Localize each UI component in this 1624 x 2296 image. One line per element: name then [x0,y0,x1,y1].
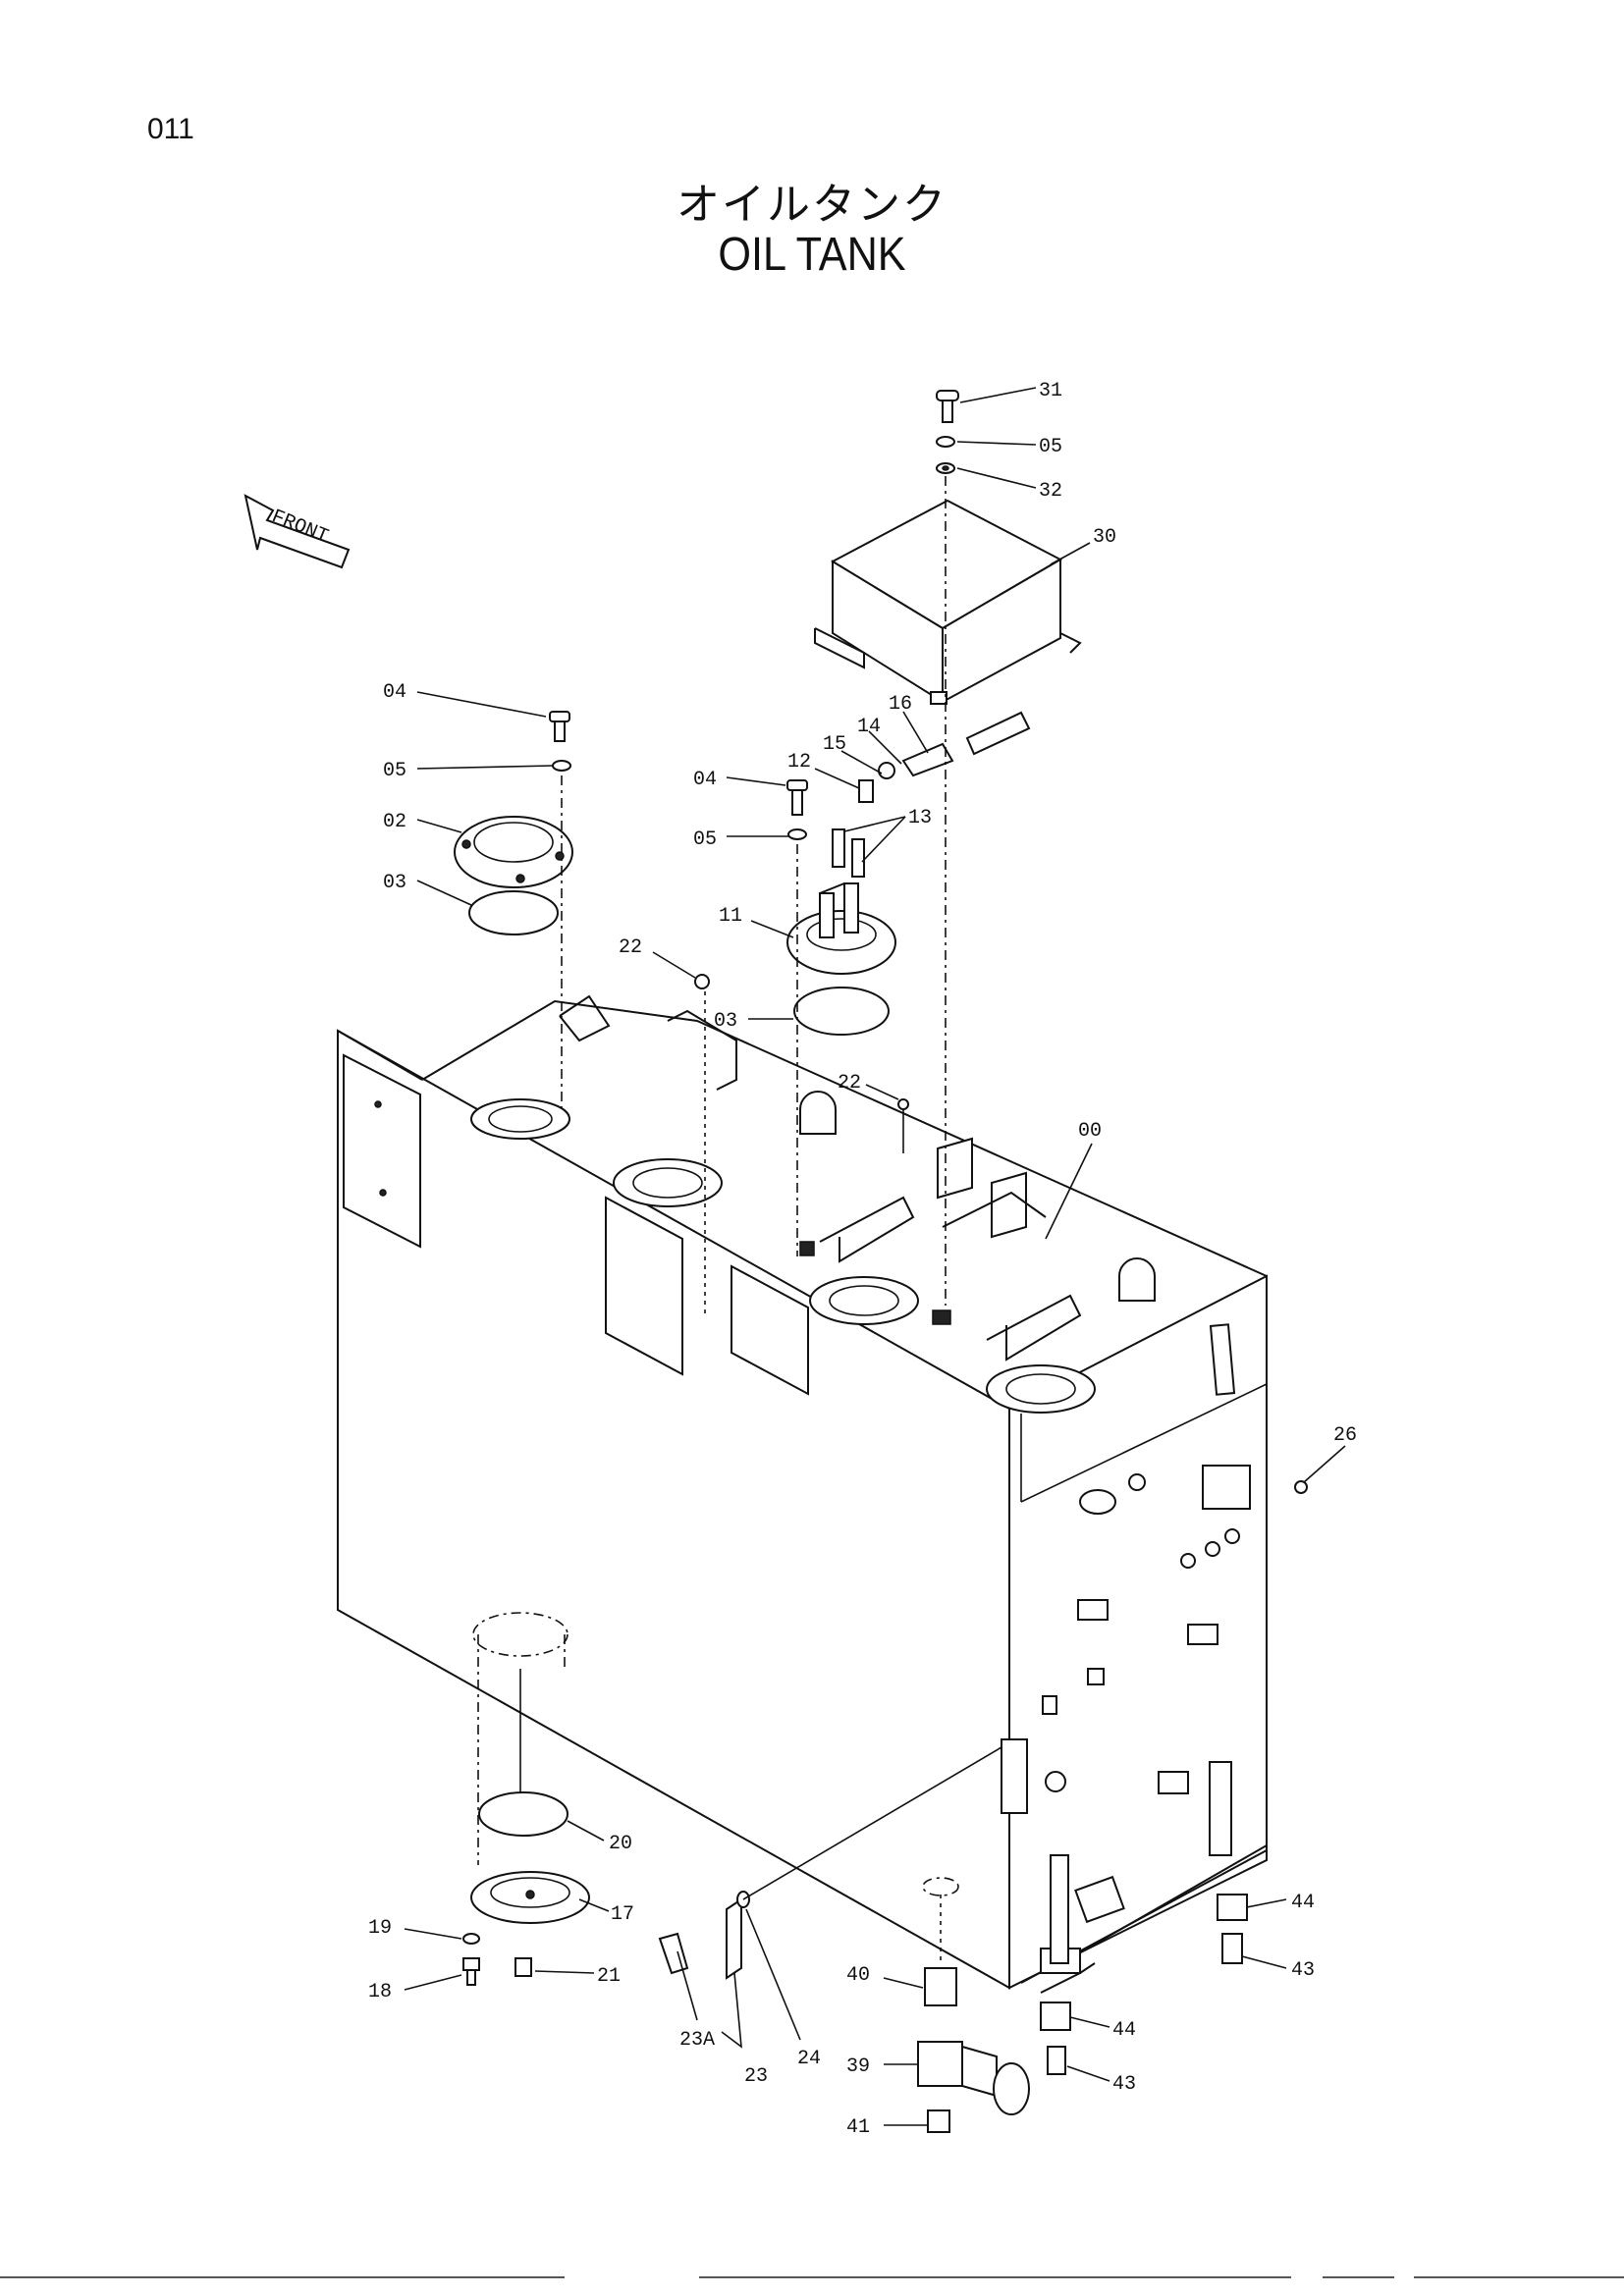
svg-text:03: 03 [714,1010,737,1033]
svg-text:05: 05 [383,760,406,782]
callout-44-bottom: 44 [1069,2016,1136,2042]
svg-text:05: 05 [693,828,717,851]
svg-text:23A: 23A [679,2029,715,2052]
callout-15: 15 [823,733,883,774]
callout-41: 41 [846,2116,928,2139]
svg-text:31: 31 [1039,380,1062,402]
svg-text:14: 14 [857,716,881,738]
cover-30 [814,499,1082,705]
callout-20: 20 [567,1820,632,1855]
callout-14: 14 [857,716,902,765]
callout-11: 11 [719,905,794,938]
callout-16: 16 [889,693,929,754]
svg-text:20: 20 [609,1833,632,1855]
cover-plate-02 [454,711,573,935]
front-arrow: FRONT [244,494,351,569]
callout-19: 19 [368,1917,462,1940]
svg-text:12: 12 [787,751,811,774]
callout-43-right: 43 [1241,1955,1315,1982]
svg-text:17: 17 [611,1903,634,1926]
svg-text:04: 04 [693,769,717,791]
callout-40: 40 [846,1964,924,1989]
callout-43-bottom: 43 [1066,2065,1136,2096]
callout-24: 24 [745,1908,821,2070]
level-gauge-23 [658,1746,1002,1980]
svg-text:18: 18 [368,1981,392,2003]
title-english: OIL TANK [718,229,906,281]
svg-text:30: 30 [1093,526,1116,549]
callout-12: 12 [787,751,860,789]
svg-text:04: 04 [383,681,406,704]
callout-05-center: 05 [693,828,788,851]
svg-text:40: 40 [846,1964,870,1987]
svg-text:21: 21 [597,1965,621,1988]
svg-text:19: 19 [368,1917,392,1940]
svg-text:03: 03 [383,872,406,894]
callout-04-center: 04 [693,769,786,791]
callout-32: 32 [956,467,1062,503]
svg-text:24: 24 [797,2048,821,2070]
callout-22-right: 22 [838,1072,899,1100]
svg-text:26: 26 [1333,1424,1357,1447]
callout-03-center: 03 [714,1010,793,1033]
callout-30: 30 [1050,526,1116,565]
callout-17: 17 [578,1898,634,1926]
title-japanese: オイルタンク [677,180,947,230]
callout-21: 21 [534,1965,621,1988]
assembly-centre-lines [561,476,947,1315]
svg-text:41: 41 [846,2116,870,2139]
callout-18: 18 [368,1974,462,2003]
drain-assembly [462,1612,590,1986]
svg-text:44: 44 [1112,2019,1136,2042]
svg-text:43: 43 [1291,1959,1315,1982]
footer-rule-lines [0,2276,1624,2278]
svg-text:39: 39 [846,2056,870,2078]
svg-text:44: 44 [1291,1892,1315,1914]
oil-tank-body [337,994,1268,1994]
svg-text:43: 43 [1112,2073,1136,2096]
bolt-31-stack [936,390,959,474]
svg-text:22: 22 [838,1072,861,1095]
page-number: 011 [147,113,194,145]
svg-text:05: 05 [1039,436,1062,458]
svg-text:15: 15 [823,733,846,756]
mount-parts-43-44 [1040,1894,1248,2075]
callout-05-top: 05 [956,436,1062,458]
callout-04-left: 04 [383,681,547,718]
svg-text:22: 22 [619,936,642,959]
callout-02: 02 [383,811,462,833]
svg-text:16: 16 [889,693,912,716]
svg-text:13: 13 [908,807,932,829]
svg-text:23: 23 [744,2065,768,2088]
callout-31: 31 [959,380,1062,403]
callout-39: 39 [846,2056,918,2078]
callout-44-right: 44 [1246,1892,1315,1914]
callout-26: 26 [1303,1424,1357,1483]
svg-text:11: 11 [719,905,742,928]
callout-05-left: 05 [383,760,554,782]
svg-text:32: 32 [1039,480,1062,503]
callout-22-left: 22 [619,936,696,979]
svg-text:02: 02 [383,811,406,833]
callout-03-left: 03 [383,872,472,906]
breather-assembly-11 [694,711,1308,1494]
svg-text:00: 00 [1078,1120,1102,1143]
callout-00: 00 [1045,1120,1102,1240]
callout-23: 23 [721,1972,768,2088]
callout-13: 13 [843,807,932,863]
callout-23A: 23A [677,1950,715,2052]
